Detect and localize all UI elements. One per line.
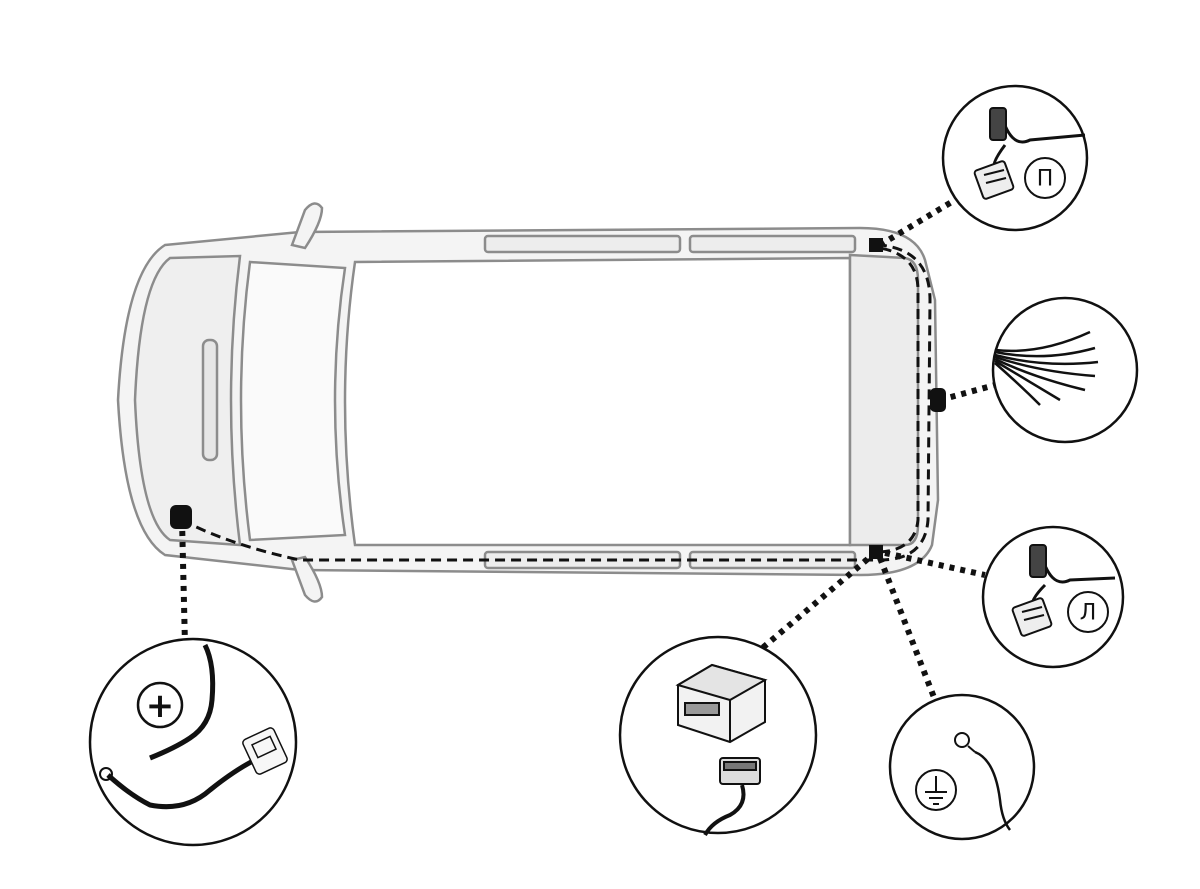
rear-panel xyxy=(848,253,920,547)
fuse-holder-icon xyxy=(242,727,288,775)
harness-wiring xyxy=(179,197,996,702)
wiper-cowl xyxy=(201,338,219,462)
windshield xyxy=(239,260,347,542)
wire-bundle-icon xyxy=(994,330,1099,406)
roof xyxy=(343,256,852,547)
connector-node-bottom xyxy=(869,545,883,559)
connector-node-top xyxy=(869,238,883,252)
hood xyxy=(133,254,242,547)
mirror-bottom xyxy=(290,555,324,603)
detail-wire-bundle xyxy=(991,296,1139,444)
connector-node-battery xyxy=(170,505,192,529)
leader-ground xyxy=(877,556,938,702)
leader-module xyxy=(758,549,878,653)
right-connector-label: П xyxy=(1037,167,1054,192)
roof-rail-top-1 xyxy=(483,234,682,254)
mirror-top xyxy=(290,202,324,250)
connector-plug-icon xyxy=(973,107,1086,200)
detail-ground xyxy=(888,693,1036,841)
detail-battery-positive: + xyxy=(88,637,298,847)
connector-node-rear xyxy=(930,388,946,412)
right-connector-badge xyxy=(1024,157,1066,199)
harness-route xyxy=(181,243,932,562)
van-top-view xyxy=(116,202,940,603)
roof-rail-top-2 xyxy=(688,234,857,254)
detail-right-connector: П xyxy=(941,84,1089,232)
leader-wire-bundle xyxy=(939,382,996,403)
positive-wire-icon xyxy=(99,643,288,810)
connector-plug-icon xyxy=(1011,544,1116,637)
detail-control-module xyxy=(618,635,818,837)
control-module-icon xyxy=(675,663,768,837)
positive-badge xyxy=(136,681,184,729)
harness-route-inner xyxy=(879,246,920,554)
ring-terminal-icon xyxy=(954,732,1011,831)
leader-right-connector xyxy=(878,197,957,248)
detail-left-connector: Л xyxy=(981,525,1125,669)
ground-symbol-icon xyxy=(925,776,947,805)
left-connector-label: Л xyxy=(1080,601,1097,626)
left-connector-badge xyxy=(1067,591,1109,633)
positive-terminal-label: + xyxy=(146,686,175,726)
leader-lines xyxy=(179,197,996,702)
